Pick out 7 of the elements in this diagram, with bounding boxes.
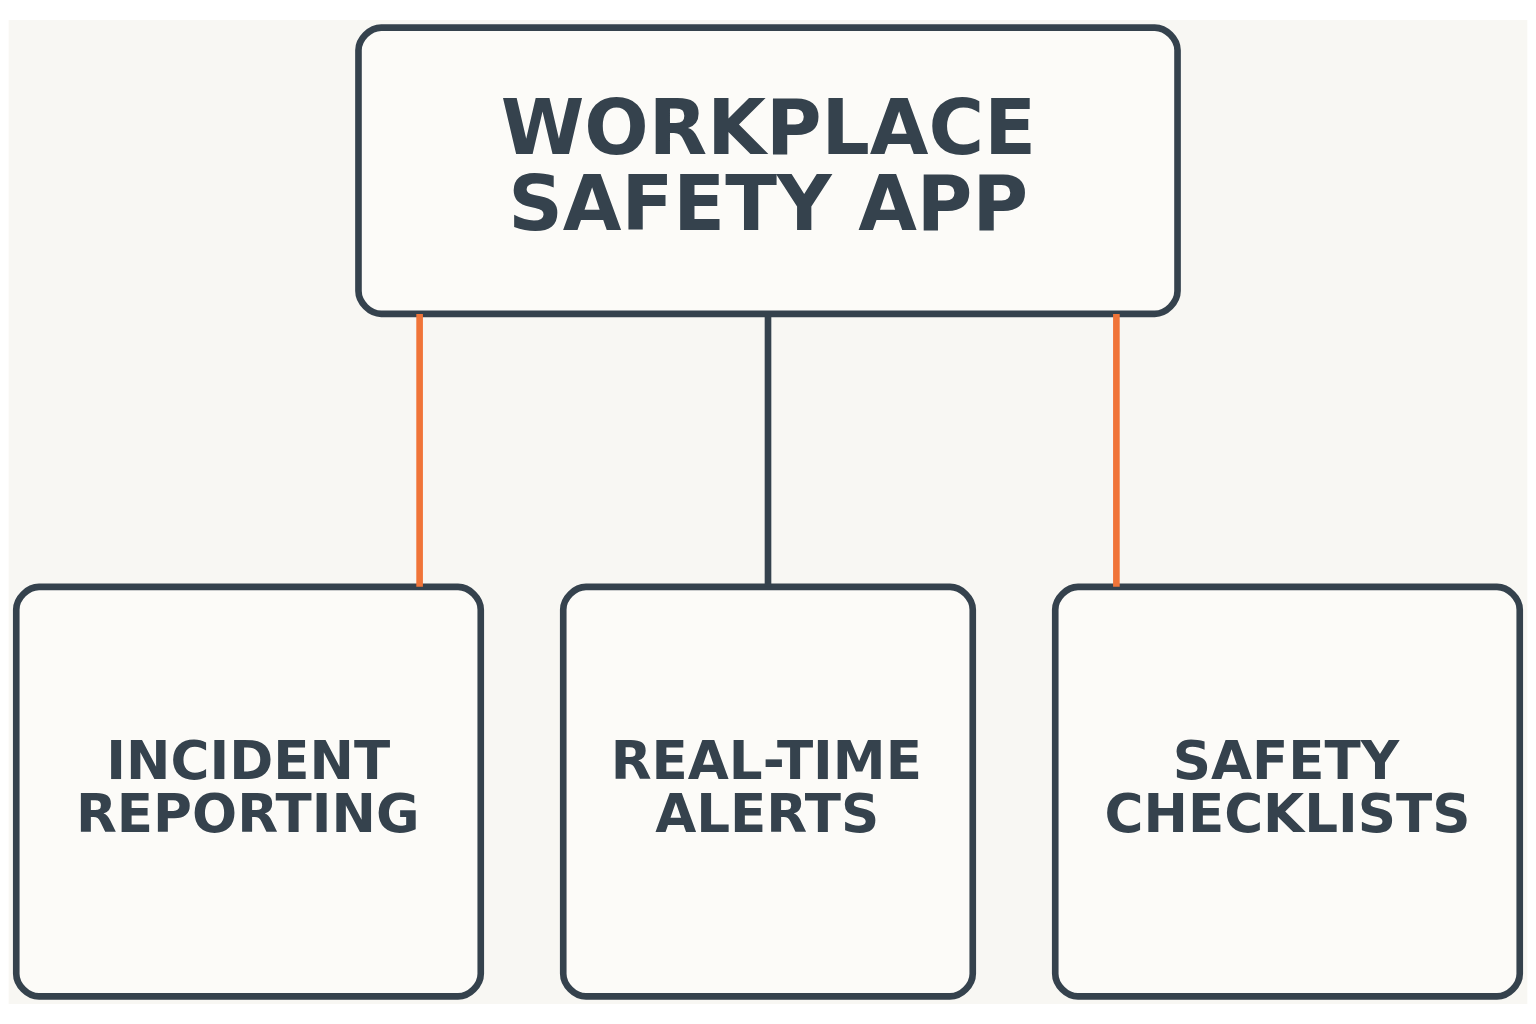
node-box: SAFETY CHECKLISTS (1051, 583, 1524, 1000)
connector (1113, 313, 1120, 587)
connector (416, 313, 423, 587)
connector (764, 313, 772, 587)
node-box: INCIDENT REPORTING (12, 583, 485, 1000)
node-box: WORKPLACE SAFETY APP (355, 24, 1181, 318)
node-box: REAL-TIME ALERTS (559, 583, 977, 1000)
